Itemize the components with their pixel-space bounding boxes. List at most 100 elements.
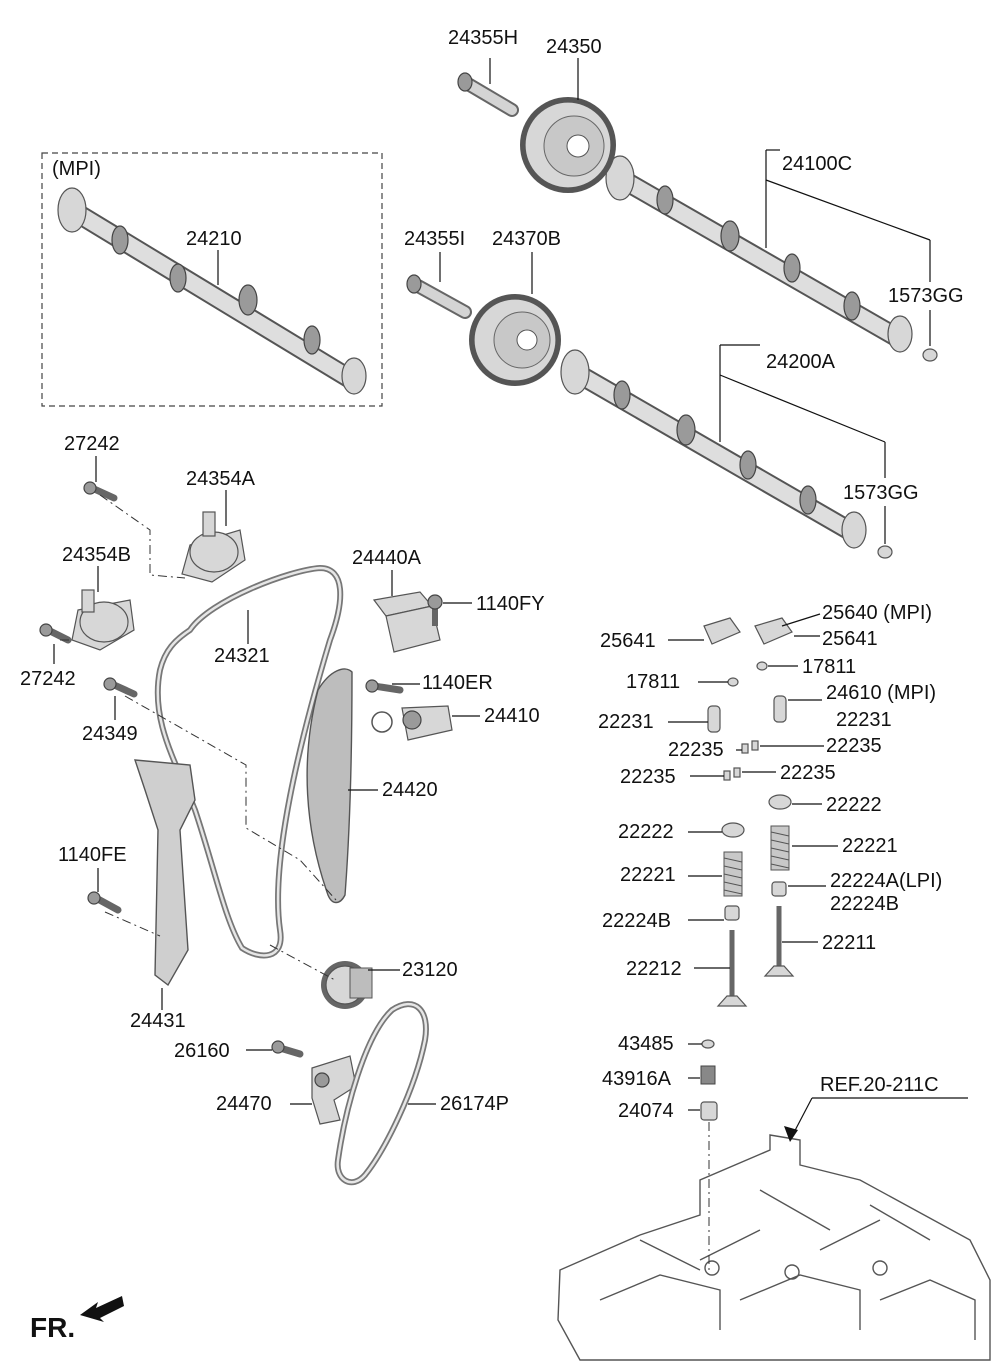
label-27242-upper: 27242: [64, 433, 120, 455]
tensioner-24410: [371, 705, 453, 741]
label-22222-left: 22222: [618, 821, 674, 843]
label-22231-left: 22231: [598, 711, 654, 733]
spring-43916A: [700, 1065, 716, 1085]
plug-24074: [700, 1101, 718, 1121]
label-22224B-right: 22224B: [830, 893, 899, 915]
label-22235-c: 22235: [620, 766, 676, 788]
guide-24420: [306, 668, 353, 904]
rocker-arm-25641-left: [703, 617, 741, 645]
tensioner-24470: [311, 1055, 357, 1125]
label-24440A: 24440A: [352, 547, 421, 569]
actuator-24354A: [181, 511, 246, 583]
spring-22221-left: [723, 851, 743, 897]
crank-sprocket-23120: [321, 961, 373, 1009]
label-43485: 43485: [618, 1033, 674, 1055]
label-25640: 25640 (MPI): [822, 602, 933, 624]
leader-lines: [53, 58, 968, 1142]
label-22235-a: 22235: [668, 739, 724, 761]
cap-17811-right: [756, 661, 768, 671]
retainer-22222-left: [721, 822, 745, 838]
label-1140FY: 1140FY: [476, 593, 545, 615]
retainer-key-22235-b: [751, 740, 759, 751]
label-43916A: 43916A: [602, 1068, 671, 1090]
bolt-1140FY: [427, 594, 443, 626]
label-24410: 24410: [484, 705, 540, 727]
label-24610: 24610 (MPI): [826, 682, 937, 704]
bracket-24440A: [372, 591, 441, 653]
valve-22211: [763, 906, 795, 977]
rocker-arm-25641-right: [754, 617, 793, 645]
label-25641-left: 25641: [600, 630, 656, 652]
timing-chain-24321: [154, 564, 344, 959]
label-24355I: 24355I: [404, 228, 466, 250]
label-22221-left: 22221: [620, 864, 676, 886]
plug-1573GG-lower: [877, 545, 893, 559]
belt-26174P: [334, 1001, 429, 1186]
label-24354A: 24354A: [186, 468, 255, 490]
label-22224B-left: 22224B: [602, 910, 671, 932]
label-22231-right: 22231: [836, 709, 892, 731]
label-22221-right: 22221: [842, 835, 898, 857]
alignment-lines: [60, 494, 710, 1270]
lash-adjuster-24610: [773, 695, 787, 723]
label-24100C: 24100C: [782, 153, 853, 175]
cap-17811-left: [727, 677, 739, 687]
retainer-22222-right: [768, 794, 792, 810]
label-mpi-variant: (MPI): [52, 158, 101, 180]
label-24074: 24074: [618, 1100, 674, 1122]
seal-22224-right: [771, 881, 787, 897]
label-24370B: 24370B: [492, 228, 561, 250]
bolt-1140ER: [365, 679, 404, 694]
label-24350: 24350: [546, 36, 602, 58]
retainer-key-22235-a: [741, 743, 749, 754]
label-24200A: 24200A: [766, 351, 835, 373]
bolt-27242-upper: [83, 481, 118, 502]
label-24355H: 24355H: [448, 27, 519, 49]
actuator-24354B: [71, 589, 135, 651]
label-17811-right: 17811: [802, 656, 857, 678]
label-22235-d: 22235: [780, 762, 836, 784]
label-24420: 24420: [382, 779, 438, 801]
label-1140ER: 1140ER: [422, 672, 493, 694]
label-24349: 24349: [82, 723, 138, 745]
label-24354B: 24354B: [62, 544, 131, 566]
bolt-1140FE: [87, 891, 122, 914]
label-1573GG-lower: 1573GG: [843, 482, 919, 504]
camshaft-24200A: [560, 349, 867, 549]
label-22211: 22211: [822, 932, 877, 954]
label-1140FE: 1140FE: [58, 844, 127, 866]
cylinder-head: [557, 1134, 991, 1361]
label-24210: 24210: [186, 228, 242, 250]
label-25641-right: 25641: [822, 628, 878, 650]
spring-22221-right: [770, 825, 790, 871]
front-direction-arrow-icon: [80, 1296, 124, 1322]
retainer-key-22235-c: [723, 770, 731, 781]
sprocket-24350: [520, 97, 616, 193]
bolt-27242-lower: [39, 623, 72, 644]
camshaft-24210: [57, 187, 367, 395]
bolt-24349: [103, 677, 138, 698]
label-27242-lower: 27242: [20, 668, 76, 690]
bolt-24355I: [406, 274, 472, 319]
retainer-key-22235-d: [733, 767, 741, 778]
mpi-variant-box: [41, 152, 383, 407]
front-direction-label: FR.: [30, 1312, 76, 1343]
label-24470: 24470: [216, 1093, 272, 1115]
label-23120: 23120: [402, 959, 458, 981]
label-17811-left: 17811: [626, 671, 681, 693]
sprocket-24370B: [469, 294, 561, 386]
label-24321: 24321: [214, 645, 270, 667]
bolt-26160: [271, 1040, 304, 1058]
clip-43485: [701, 1039, 715, 1049]
camshaft-24100C: [605, 155, 913, 353]
label-26174P: 26174P: [440, 1093, 509, 1115]
label-ref: REF.20-211C: [820, 1074, 939, 1096]
label-22235-b: 22235: [826, 735, 882, 757]
plug-1573GG-upper: [922, 348, 938, 362]
label-22222-right: 22222: [826, 794, 882, 816]
seal-22224-left: [724, 905, 740, 921]
label-24431: 24431: [130, 1010, 186, 1032]
bolt-24355H: [457, 72, 519, 117]
label-26160: 26160: [174, 1040, 230, 1062]
label-1573GG-upper: 1573GG: [888, 285, 964, 307]
